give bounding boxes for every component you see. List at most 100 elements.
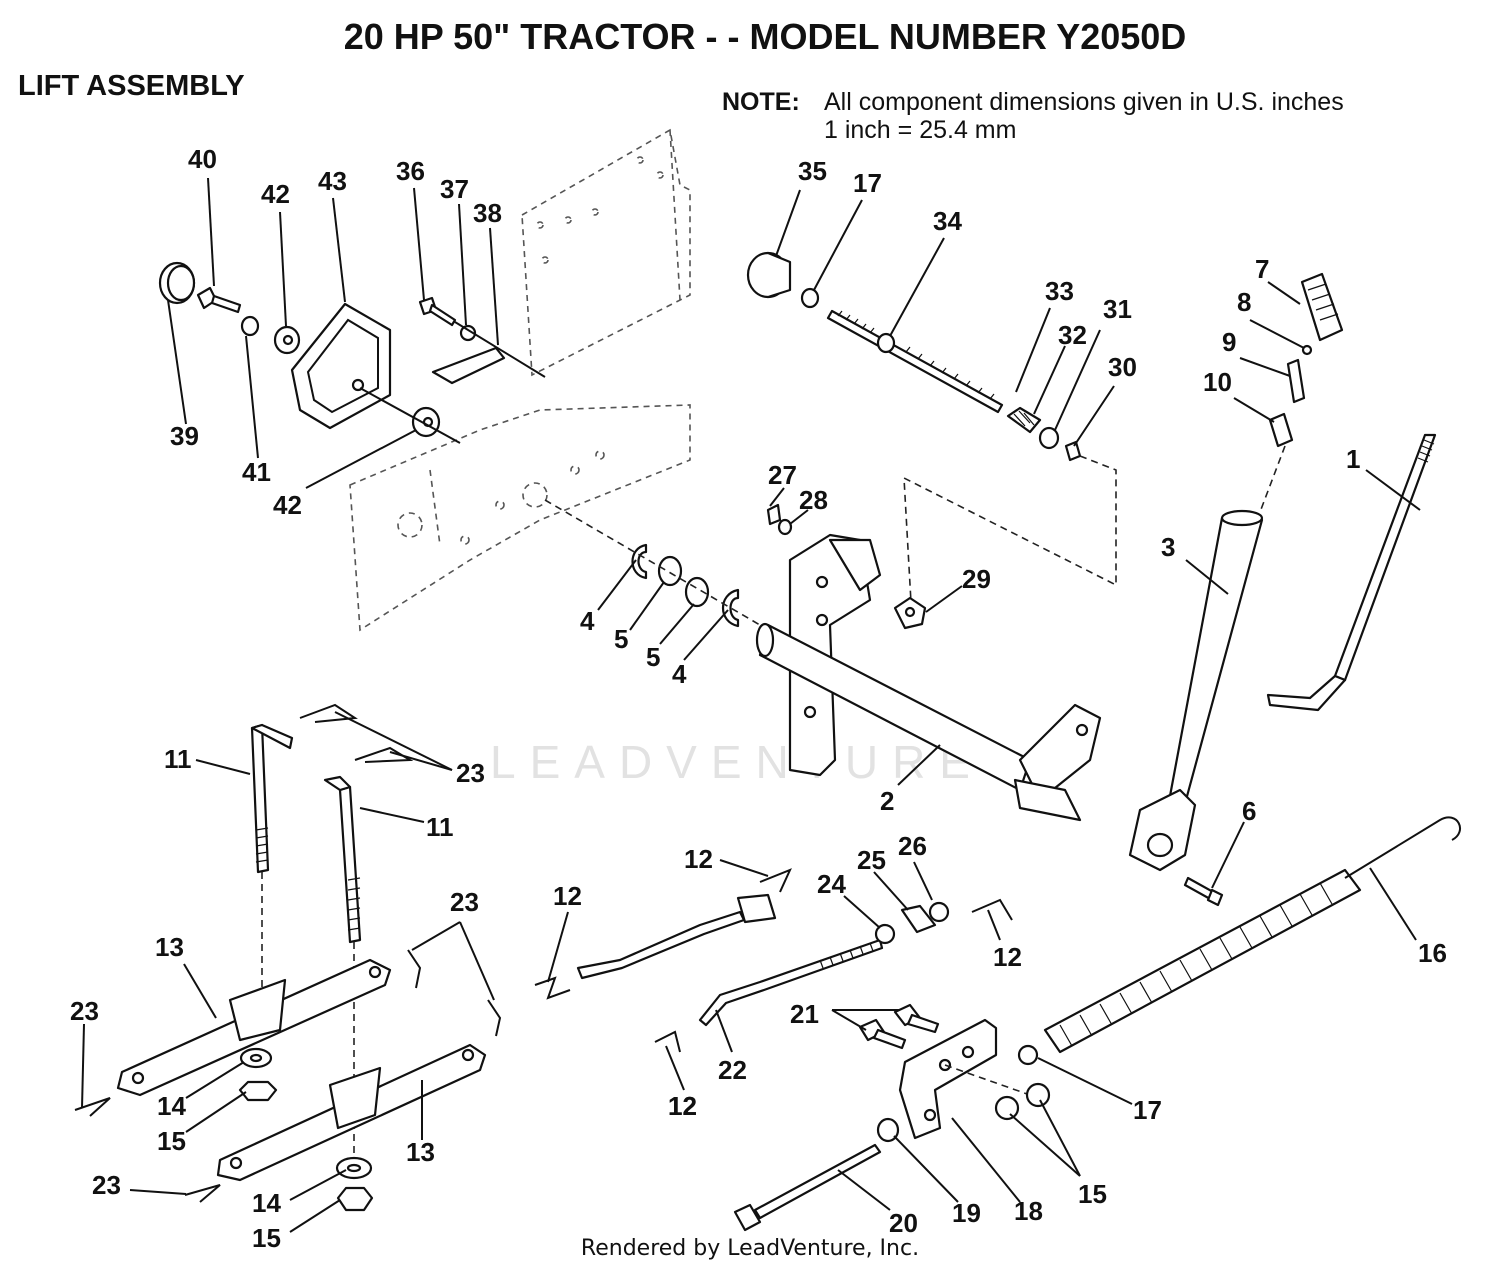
callout-5-a: 5: [614, 624, 628, 654]
part-19-washer: [876, 1117, 900, 1143]
callout-27: 27: [768, 460, 797, 490]
part-1-lift-rod: [1266, 433, 1437, 712]
part-8-ball: [1301, 344, 1313, 356]
part-4-clip-b: [722, 588, 740, 628]
callout-10: 10: [1203, 367, 1232, 397]
callout-7: 7: [1255, 254, 1269, 284]
part-12-hairpin-c: [971, 898, 1013, 921]
callout-42-lower: 42: [273, 490, 302, 520]
axis-line-washer: [359, 387, 461, 444]
part-6-bolt: [1183, 876, 1224, 907]
callout-1: 1: [1346, 444, 1360, 474]
part-12-hairpin-b: [759, 868, 792, 893]
part-10-spring: [1268, 412, 1294, 448]
callout-35: 35: [798, 156, 827, 186]
part-43-knob-housing: [290, 302, 392, 430]
part-25-block: [900, 904, 937, 934]
callout-14-lower: 14: [252, 1188, 281, 1218]
callout-43: 43: [318, 166, 347, 196]
part-11-rod-right: [323, 775, 362, 944]
callout-11-left: 11: [164, 744, 192, 774]
callout-23-bottom: 23: [92, 1170, 121, 1200]
callout-15-right: 15: [1078, 1179, 1107, 1209]
callout-15-upper: 15: [157, 1126, 186, 1156]
note-text: All component dimensions given in U.S. i…: [824, 88, 1344, 144]
note-line-1: All component dimensions given in U.S. i…: [824, 88, 1344, 116]
part-15-nut-upper: [238, 1080, 278, 1102]
callout-4-b: 4: [672, 659, 687, 689]
page-title: 20 HP 50" TRACTOR - - MODEL NUMBER Y2050…: [343, 16, 1187, 57]
note-line-2: 1 inch = 25.4 mm: [824, 116, 1017, 144]
axis-line-handle: [1259, 445, 1286, 513]
part-35-knob: [746, 251, 792, 299]
callout-28: 28: [799, 485, 828, 515]
part-34-threaded-rod: [826, 309, 1004, 414]
callout-8: 8: [1237, 287, 1251, 317]
part-17-washer-top: [800, 287, 820, 309]
part-24-nut: [874, 923, 896, 945]
callout-12-right: 12: [993, 942, 1022, 972]
frame-rail-ghost: [349, 404, 691, 632]
callout-11-right: 11: [426, 812, 454, 842]
part-23-hairpin-d: [487, 999, 502, 1037]
part-36-screw: [418, 296, 457, 327]
part-5-washer-a: [657, 555, 683, 587]
part-23-hairpin-f: [184, 1184, 221, 1203]
callout-21: 21: [790, 999, 819, 1029]
part-2-lift-shaft: [755, 533, 1102, 822]
callout-17-lower: 17: [1133, 1095, 1162, 1125]
part-17-nut-lower: [1017, 1044, 1039, 1066]
callout-32: 32: [1058, 320, 1087, 350]
callout-17-top: 17: [853, 168, 882, 198]
callout-25: 25: [857, 845, 886, 875]
callout-12-left: 12: [553, 881, 582, 911]
part-26-washer: [928, 901, 950, 923]
callout-23-mid: 23: [450, 887, 479, 917]
axis-line-shaft: [544, 499, 761, 626]
callout-33: 33: [1045, 276, 1074, 306]
part-12-hairpin-a: [534, 976, 571, 1000]
callout-39: 39: [170, 421, 199, 451]
callout-34: 34: [933, 206, 962, 236]
callout-23-top: 23: [456, 758, 485, 788]
callout-23-left: 23: [70, 996, 99, 1026]
part-15-nut-lower: [336, 1186, 374, 1212]
callout-38: 38: [473, 198, 502, 228]
callout-labels: 40 42 43 36 37 38 39 41 42 35 17 34 33 3…: [70, 144, 1447, 1253]
callout-16: 16: [1418, 938, 1447, 968]
part-23-hairpin-e: [74, 1097, 111, 1117]
callout-19: 19: [952, 1198, 981, 1228]
part-30-nut: [1064, 440, 1082, 462]
part-13-bellcrank-lower: [216, 1043, 487, 1182]
part-15-nut-right-a: [1025, 1082, 1051, 1108]
part-12-hairpin-d: [654, 1030, 681, 1053]
part-37-washer: [459, 324, 477, 342]
watermark-text: LEADVENTURE: [490, 736, 984, 788]
part-13-bellcrank-upper: [116, 958, 392, 1097]
footer-credit: Rendered by LeadVenture, Inc.: [580, 1236, 920, 1261]
callout-6: 6: [1242, 796, 1256, 826]
leader-lines: [81, 177, 1421, 1233]
part-4-clip-a: [631, 543, 648, 580]
callout-2: 2: [880, 786, 894, 816]
part-28-ring: [777, 518, 793, 536]
part-16-spring: [1043, 816, 1461, 1054]
note-label: NOTE:: [722, 88, 800, 116]
callout-37: 37: [440, 174, 469, 204]
part-22-linkage-rod: [698, 938, 884, 1027]
part-9-pin: [1286, 358, 1306, 404]
callout-5-b: 5: [646, 642, 660, 672]
callout-22: 22: [718, 1055, 747, 1085]
part-20-bolt: [733, 1143, 882, 1232]
part-23-hairpin-a: [299, 703, 358, 723]
part-32-spring: [1006, 406, 1042, 434]
part-3-lift-lever: [1128, 509, 1264, 872]
callout-41: 41: [242, 457, 271, 487]
dimension-note: NOTE: All component dimensions given in …: [722, 88, 1344, 144]
part-41-lock-washer: [240, 315, 260, 337]
part-21-bolt-b: [858, 1018, 907, 1050]
callout-40: 40: [188, 144, 217, 174]
callout-15-lower: 15: [252, 1223, 281, 1253]
frame-plate-ghost: [521, 128, 691, 377]
